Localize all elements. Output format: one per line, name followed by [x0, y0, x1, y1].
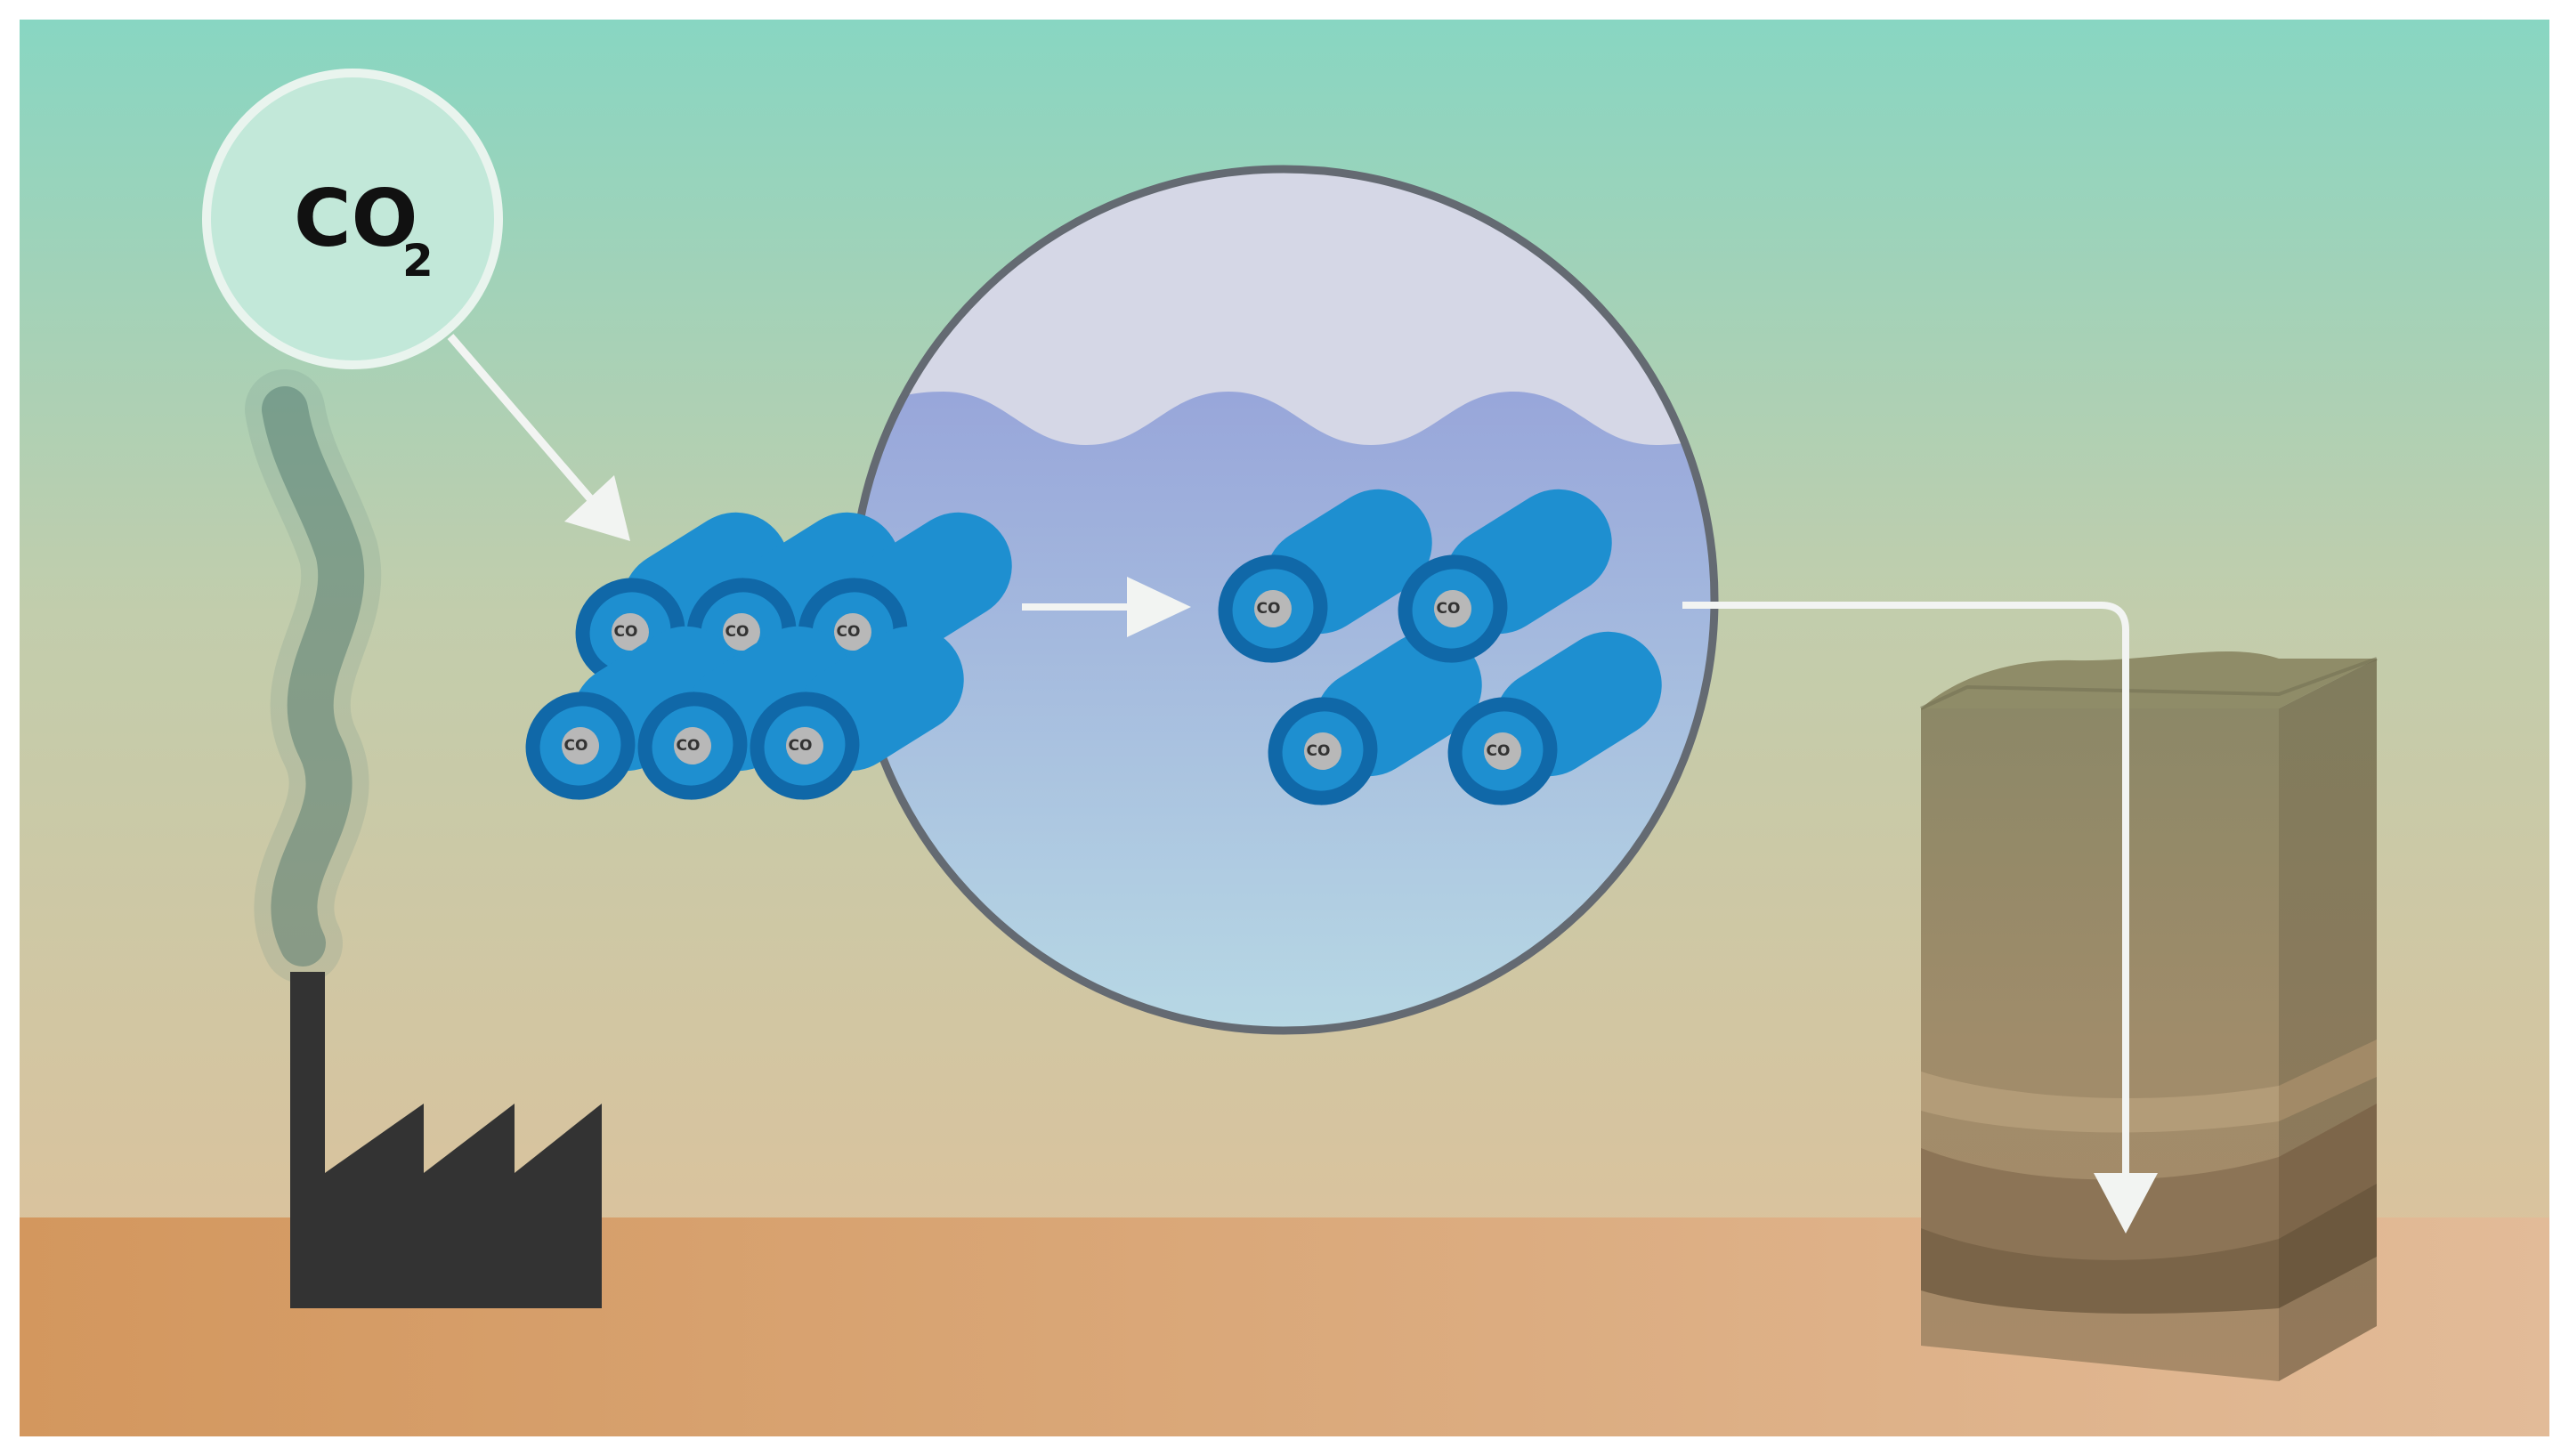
cylinder-label: CO — [1437, 600, 1461, 618]
co2-subscript: 2 — [402, 235, 434, 287]
capture-arrow — [447, 334, 630, 541]
smoke-plume — [245, 369, 382, 983]
cylinder-labels-right: CO CO CO CO — [1257, 600, 1511, 760]
sorbent-cylinder — [1218, 489, 1432, 663]
cylinder-labels-left: CO CO CO CO CO CO — [564, 623, 861, 755]
sorbent-cylinder — [1447, 631, 1662, 805]
dissolve-arrow — [1022, 577, 1191, 637]
sorbent-cylinder-cluster-right — [1218, 489, 1662, 805]
cylinder-label: CO — [789, 737, 813, 755]
sorbent-cylinder — [1268, 631, 1482, 805]
cylinder-label: CO — [677, 737, 701, 755]
cylinder-label: CO — [1487, 742, 1511, 760]
storage-arrow — [1682, 602, 2158, 1234]
cylinder-label: CO — [1307, 742, 1331, 760]
cylinder-label: CO — [725, 623, 750, 641]
cylinder-label: CO — [1257, 600, 1281, 618]
soil-column — [1920, 651, 2378, 1381]
factory-icon — [290, 972, 602, 1308]
sorbent-cylinder — [750, 626, 964, 800]
co2-label: CO — [294, 173, 417, 264]
co2-bubble: CO 2 — [202, 69, 503, 369]
cylinder-label: CO — [614, 623, 638, 641]
cylinder-label: CO — [837, 623, 861, 641]
sorbent-cylinder-cluster-left — [525, 512, 1012, 800]
sorbent-cylinder — [1398, 489, 1612, 663]
cylinder-label: CO — [564, 737, 588, 755]
